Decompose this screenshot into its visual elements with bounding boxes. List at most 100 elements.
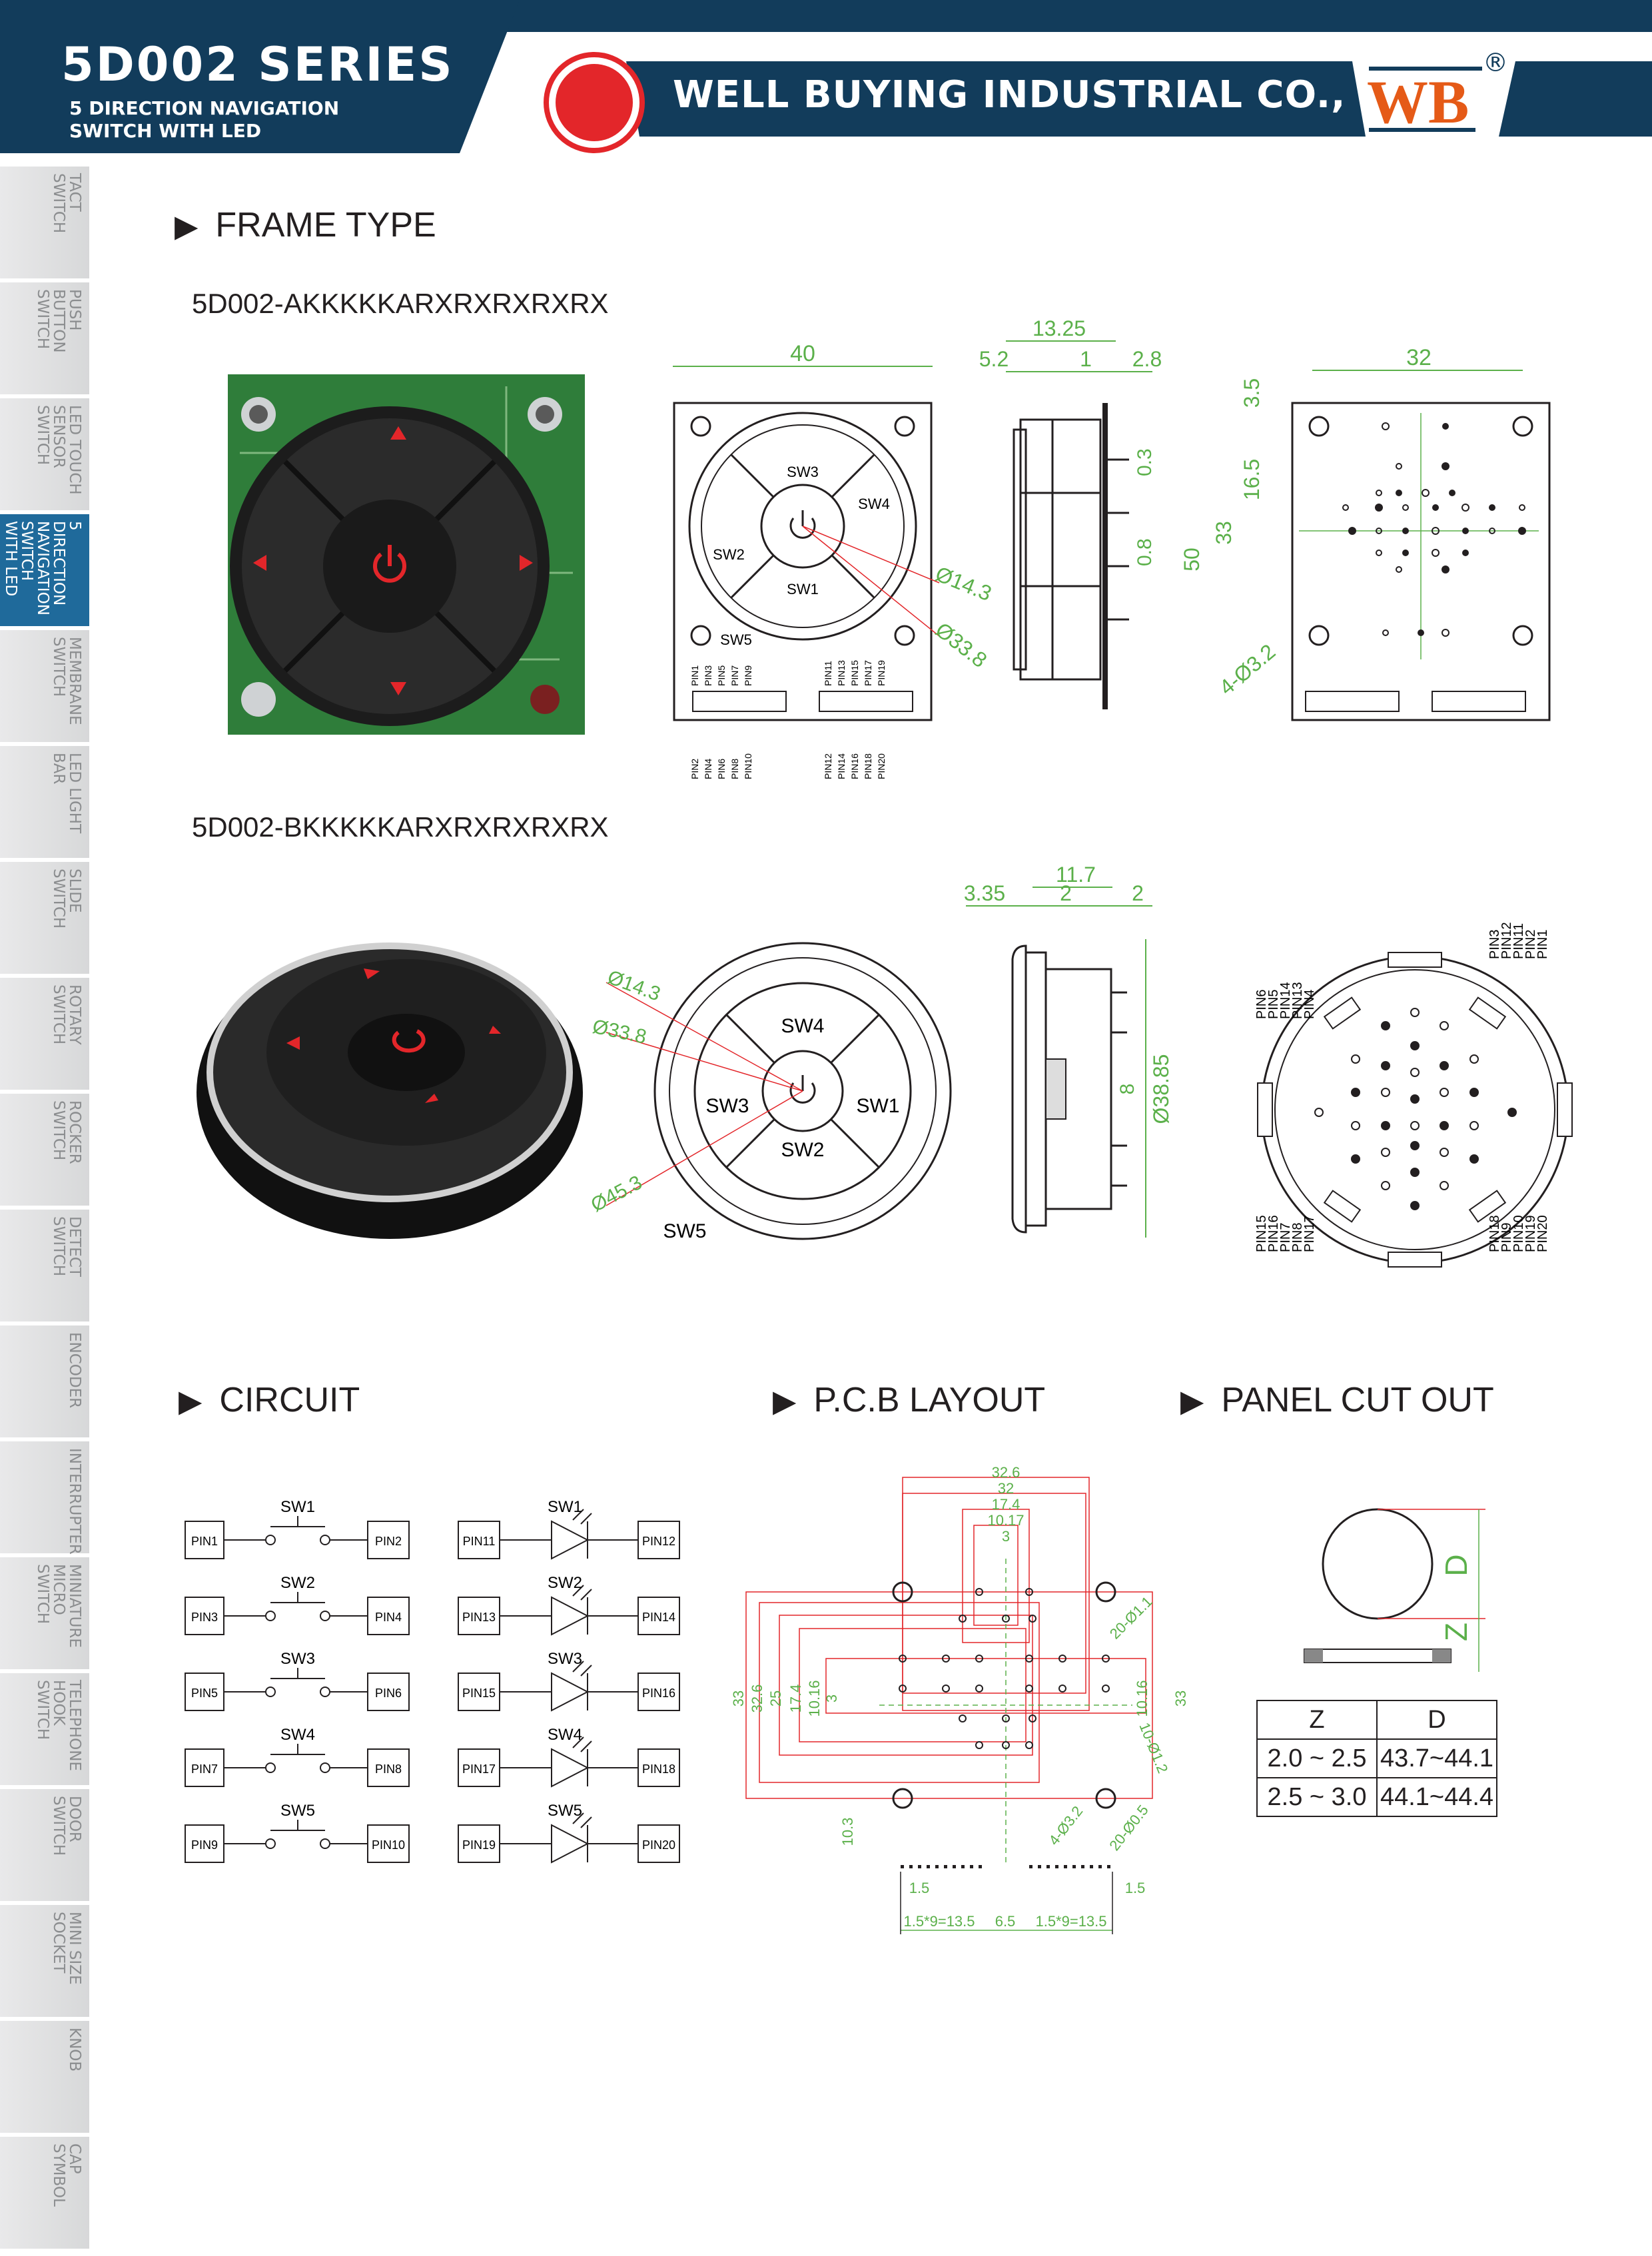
sidebar-tab[interactable]: LED LIGHT BAR xyxy=(0,746,89,858)
pcb-layout-drawing: 32.6 32 17.4 10.17 3 33 32.6 25 17.4 10.… xyxy=(730,1464,1189,1934)
switch-contact xyxy=(265,1838,276,1849)
sidebar-tab[interactable]: KNOB xyxy=(0,2021,89,2133)
pcb-left-dim-3: 25 xyxy=(767,1691,784,1706)
sidebar-tab-label: MINIATURE MICRO SWITCH xyxy=(34,1564,83,1648)
sidebar-tab[interactable]: ENCODER xyxy=(0,1325,89,1437)
triangle-bullet-icon: ▶ xyxy=(175,208,199,243)
pcb-hole xyxy=(1102,1655,1110,1663)
switch-contact xyxy=(320,1687,330,1697)
pin-label: PIN18 xyxy=(642,1762,675,1776)
table-row: 2.0 ~ 2.5 43.7~44.1 xyxy=(1256,1738,1497,1778)
pin-hole xyxy=(1410,1008,1420,1017)
pcb-pad xyxy=(979,1865,982,1868)
pin-label: PIN20 xyxy=(642,1838,675,1852)
sidebar-tab-label: TELEPHONE HOOK SWITCH xyxy=(34,1680,83,1771)
sidebar-tab[interactable]: PUSH BUTTON SWITCH xyxy=(0,282,89,394)
pin-hole xyxy=(1469,1121,1479,1130)
pin-label: PIN10 xyxy=(1511,1215,1526,1252)
pin-hole xyxy=(1351,1054,1360,1064)
pin-label: PIN14 xyxy=(1278,982,1293,1019)
pin-hole xyxy=(1422,489,1430,497)
panel-heading: ▶PANEL CUT OUT xyxy=(1180,1380,1494,1420)
sidebar-tab[interactable]: ROTARY SWITCH xyxy=(0,978,89,1090)
pin-hole xyxy=(1449,490,1455,496)
pin-label: PIN5 xyxy=(191,1687,218,1700)
sidebar-tab[interactable]: MINI SIZE SOCKET xyxy=(0,1905,89,2017)
pin-hole xyxy=(1382,422,1390,430)
pin-hole xyxy=(1375,504,1383,512)
table-row: 2.5 ~ 3.0 44.1~44.4 xyxy=(1256,1777,1497,1817)
a-side-d2: 1 xyxy=(1080,347,1092,371)
pcb-hole xyxy=(1025,1741,1033,1749)
panel-d-label: D xyxy=(1439,1554,1473,1576)
table-header-row: Z D xyxy=(1256,1700,1497,1740)
pcb-pad xyxy=(1090,1865,1093,1868)
pcb-hole xyxy=(1029,1714,1036,1722)
circuit-title: CIRCUIT xyxy=(219,1381,360,1419)
switch-contact xyxy=(265,1687,276,1697)
table-cell: 44.1~44.4 xyxy=(1376,1777,1497,1817)
pin-hole xyxy=(1489,504,1495,511)
pin-hole xyxy=(1469,1154,1479,1164)
sidebar-tab[interactable]: SLIDE SWITCH xyxy=(0,862,89,974)
pin-hole xyxy=(1489,528,1495,534)
pin-label: PIN6 xyxy=(375,1687,402,1700)
a-front-width: 40 xyxy=(790,341,815,366)
pcb-pad xyxy=(901,1865,904,1868)
pin-hole xyxy=(1381,1148,1390,1157)
table-header-cell: Z xyxy=(1256,1700,1378,1740)
table-header-cell: D xyxy=(1376,1700,1497,1740)
pin-label: PIN10 xyxy=(372,1838,405,1852)
pin-hole xyxy=(1348,527,1356,535)
pcb-pad xyxy=(1029,1865,1032,1868)
pcb-pad xyxy=(935,1865,939,1868)
sidebar-tab[interactable]: DOOR SWITCH xyxy=(0,1789,89,1901)
sidebar-tab[interactable]: MEMBRANE SWITCH xyxy=(0,630,89,742)
pin-hole xyxy=(1432,527,1440,535)
header-banner xyxy=(0,0,1652,153)
a-back-top: 3.5 xyxy=(1240,378,1264,408)
pin-label: PIN4 xyxy=(375,1611,402,1624)
switch-contact xyxy=(320,1762,330,1773)
pcb-pad xyxy=(1081,1865,1084,1868)
company-name: WELL BUYING INDUSTRIAL CO., LTD xyxy=(673,73,1436,117)
sidebar-tab-label: DOOR SWITCH xyxy=(50,1796,83,1856)
pcb-pad xyxy=(1072,1865,1076,1868)
model-b-side-drawing: 11.7 3.35 2 2 8 Ø38.85 xyxy=(964,863,1173,1238)
sidebar-tab[interactable]: TELEPHONE HOOK SWITCH xyxy=(0,1673,89,1785)
led-label: SW1 xyxy=(548,1498,582,1516)
pin-hole xyxy=(1469,1088,1479,1097)
series-subtitle: 5 DIRECTION NAVIGATION SWITCH WITH LED xyxy=(69,97,339,143)
pin-label: PIN3 xyxy=(191,1611,218,1624)
sidebar-tab[interactable]: MINIATURE MICRO SWITCH xyxy=(0,1557,89,1669)
sidebar-tab[interactable]: DETECT SWITCH xyxy=(0,1210,89,1321)
pin-label: PIN9 xyxy=(1499,1223,1514,1252)
pcb-right-dim-2: 33 xyxy=(1172,1691,1189,1706)
pin-hole xyxy=(1381,1061,1390,1070)
sidebar-tab-label: INTERRUPTER xyxy=(66,1448,83,1555)
pin-label: PIN13 xyxy=(1290,982,1305,1019)
sidebar-tab[interactable]: CAP SYMBOL xyxy=(0,2137,89,2249)
sidebar-tab[interactable]: LED TOUCH SENSOR SWITCH xyxy=(0,398,89,510)
sidebar-tab-label: PUSH BUTTON SWITCH xyxy=(34,289,83,353)
pin-hole xyxy=(1342,504,1349,511)
model-b-back-drawing: PIN6PIN5PIN14PIN13PIN4PIN3PIN12PIN11PIN2… xyxy=(1254,922,1573,1268)
sidebar-tab[interactable]: ROCKER SWITCH xyxy=(0,1094,89,1206)
pcb-top-dim-1: 32.6 xyxy=(992,1464,1021,1481)
b-side-total: 11.7 xyxy=(1056,863,1096,887)
pin-hole xyxy=(1382,629,1389,636)
pcb-pad xyxy=(1046,1865,1050,1868)
sidebar-tab-label: 5 DIRECTION NAVIGATION SWITCH WITH LED xyxy=(2,521,83,615)
sidebar-tab[interactable]: TACT SWITCH xyxy=(0,167,89,278)
a-side-total: 13.25 xyxy=(1032,316,1086,340)
pin-hole xyxy=(1442,423,1449,430)
model-a-side-drawing: 13.25 5.2 1 2.8 0.3 0.8 xyxy=(979,316,1162,709)
pin-label: PIN9 xyxy=(191,1838,218,1852)
led-label: SW2 xyxy=(548,1574,582,1592)
pcb-top-dim-3: 17.4 xyxy=(992,1496,1021,1513)
model-b-label: 5D002-BKKKKKARXRXRXRXRX xyxy=(192,811,609,843)
pcb-pad xyxy=(953,1865,956,1868)
sidebar-tab[interactable]: 5 DIRECTION NAVIGATION SWITCH WITH LED xyxy=(0,514,89,626)
sidebar-tab[interactable]: INTERRUPTER xyxy=(0,1441,89,1555)
